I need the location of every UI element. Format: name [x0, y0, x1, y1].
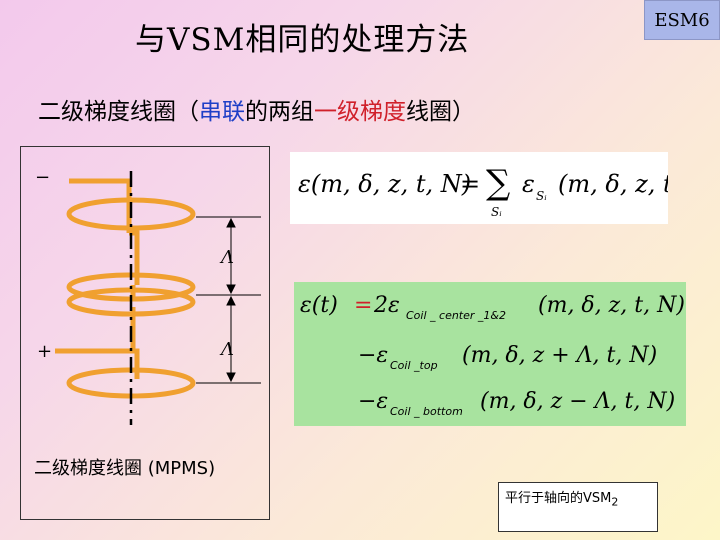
- eq1-sum-index: Sᵢ: [491, 205, 502, 219]
- eq1-args: (m, δ, z, t): [558, 170, 668, 198]
- eq2-line3-args: (m, δ, z − Λ, t, N): [480, 389, 675, 414]
- eq2-coef: 2ε: [373, 293, 400, 318]
- slide-subtitle: 二级梯度线圈（串联的两组一级梯度线圈）: [38, 92, 678, 126]
- wire-bottom-lead: [55, 348, 140, 379]
- equation-1-svg: ε(m, δ, z, t, N) = ∑ Sᵢ ε Sᵢ (m, δ, z, t…: [298, 163, 682, 219]
- slide-title: 与VSM相同的处理方法: [135, 22, 470, 58]
- eq1-lhs: ε(m, δ, z, t, N): [298, 170, 471, 198]
- coil-top-loop: [66, 197, 196, 231]
- dimension-lines: [196, 216, 261, 384]
- arrow-head: [226, 217, 236, 228]
- equation-2-svg: ε(t) = 2ε Coil _ center _1&2 (m, δ, z, t…: [300, 293, 685, 418]
- eq2-line1-sub: Coil _ center _1&2: [406, 309, 506, 322]
- slide-badge: ESM6: [644, 0, 720, 40]
- equation-2: ε(t) = 2ε Coil _ center _1&2 (m, δ, z, t…: [294, 282, 686, 426]
- eq1-term: ε: [522, 170, 535, 198]
- plus-label: +: [37, 341, 52, 362]
- subtitle-prefix: 二级梯度线圈（: [38, 99, 199, 125]
- eq2-line3-sub: Coil _ bottom: [390, 405, 463, 418]
- eq1-term-sub: Sᵢ: [536, 189, 547, 203]
- eq1-sum-sign: ∑: [486, 163, 510, 203]
- coil-wires: [55, 178, 140, 379]
- lambda-label-lower: Λ: [219, 339, 234, 360]
- lambda-label-upper: Λ: [219, 247, 234, 268]
- arrow-head: [226, 295, 236, 306]
- annotation-sub: 2: [611, 495, 619, 509]
- coil-caption: 二级梯度线圈 (MPMS): [34, 458, 216, 479]
- coil-diagram: − + Λ Λ: [20, 146, 270, 520]
- eq2-lhs: ε(t): [300, 293, 338, 318]
- coil-center-loop-2: [66, 287, 196, 317]
- coil-diagram-svg: − + Λ Λ: [35, 167, 261, 425]
- subtitle-suffix: 线圈）: [406, 99, 475, 125]
- annotation-box: 平行于轴向的VSM2: [498, 482, 658, 532]
- subtitle-series: 串联: [199, 99, 245, 125]
- eq2-line2-sub: Coil _top: [390, 359, 438, 372]
- eq2-line2-pre: −ε: [358, 343, 388, 368]
- eq2-line1-args: (m, δ, z, t, N): [538, 293, 685, 318]
- minus-label: −: [35, 167, 50, 188]
- subtitle-mid: 的两组: [245, 99, 314, 125]
- eq2-equals: =: [354, 293, 372, 318]
- eq2-line2-args: (m, δ, z + Λ, t, N): [462, 343, 657, 368]
- arrow-head: [226, 284, 236, 295]
- subtitle-first-order: 一级梯度: [314, 99, 406, 125]
- eq2-line3-pre: −ε: [358, 389, 388, 414]
- eq1-equals: =: [460, 170, 480, 198]
- equation-1: ε(m, δ, z, t, N) = ∑ Sᵢ ε Sᵢ (m, δ, z, t…: [290, 152, 682, 224]
- annotation-text: 平行于轴向的VSM: [505, 491, 612, 506]
- arrow-head: [226, 372, 236, 383]
